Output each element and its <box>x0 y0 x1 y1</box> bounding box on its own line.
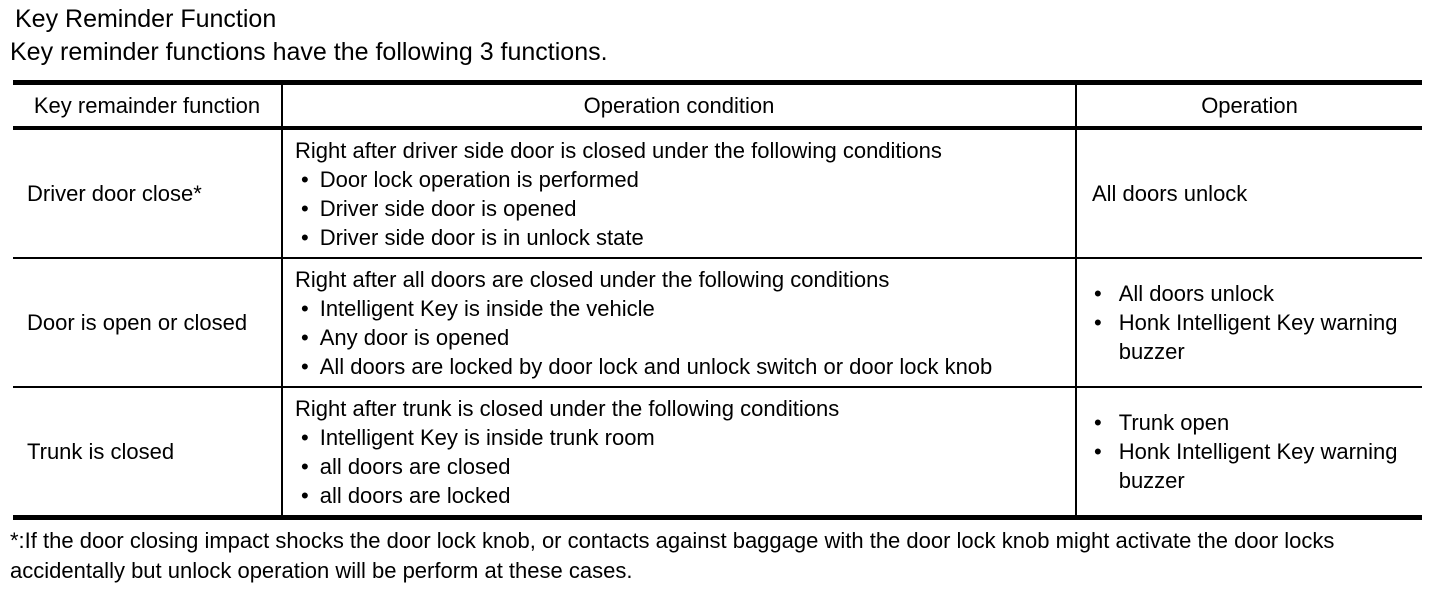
bullet-icon <box>301 423 309 452</box>
bullet-text: Intelligent Key is inside trunk room <box>319 424 655 450</box>
condition-intro: Right after all doors are closed under t… <box>295 266 890 292</box>
manual-page: Key Reminder Function Key reminder funct… <box>0 3 1440 602</box>
bullet-icon <box>301 481 309 510</box>
bullet-text: all doors are locked <box>319 482 511 508</box>
condition-cell: Right after driver side door is closed u… <box>283 130 1077 257</box>
header-key-remainder-function: Key remainder function <box>13 85 283 126</box>
bullet-icon <box>1094 279 1102 308</box>
footnote: *:If the door closing impact shocks the … <box>10 528 1335 583</box>
bullet-text: Door lock operation is performed <box>319 166 639 192</box>
header-operation-condition: Operation condition <box>283 85 1077 126</box>
bullet-text: Any door is opened <box>319 324 510 350</box>
bullet-text: All doors unlock <box>1118 281 1275 306</box>
condition-bullet: Any door is opened <box>295 323 1067 352</box>
condition-cell: Right after trunk is closed under the fo… <box>283 388 1077 515</box>
operation-bullet: All doors unlock <box>1092 279 1416 308</box>
condition-bullet: all doors are locked <box>295 481 1067 510</box>
condition-intro: Right after driver side door is closed u… <box>295 137 942 163</box>
operation-text: All doors unlock <box>1092 181 1248 206</box>
function-cell: Driver door close* <box>13 130 283 257</box>
condition-bullet: Driver side door is opened <box>295 194 1067 223</box>
bullet-icon <box>1094 408 1102 437</box>
bullet-icon <box>301 452 309 481</box>
operation-cell: All doors unlock <box>1077 130 1422 257</box>
bullet-icon <box>301 194 309 223</box>
page-subtitle: Key reminder functions have the followin… <box>10 38 608 66</box>
function-label: Driver door close* <box>27 180 202 206</box>
key-reminder-table: Key remainder function Operation conditi… <box>13 80 1422 520</box>
header-operation: Operation <box>1201 92 1298 118</box>
bullet-icon <box>301 323 309 352</box>
table-row-door-open-or-closed: Door is open or closed Right after all d… <box>13 257 1422 386</box>
bullet-icon <box>1094 437 1102 495</box>
bullet-text: Trunk open <box>1118 410 1230 435</box>
bullet-text: Driver side door is opened <box>319 195 577 221</box>
condition-bullet: all doors are closed <box>295 452 1067 481</box>
page-title: Key Reminder Function <box>15 5 277 33</box>
bullet-icon <box>301 223 309 252</box>
operation-cell: All doors unlock Honk Intelligent Key wa… <box>1077 259 1422 386</box>
condition-intro: Right after trunk is closed under the fo… <box>295 395 840 421</box>
condition-bullet: Door lock operation is performed <box>295 165 1067 194</box>
bullet-icon <box>301 165 309 194</box>
table-header-row: Key remainder function Operation conditi… <box>13 85 1422 130</box>
operation-bullet: Honk Intelligent Key warning buzzer <box>1092 437 1416 495</box>
bullet-icon <box>301 294 309 323</box>
bullet-text: all doors are closed <box>319 453 511 479</box>
bullet-icon <box>301 352 309 381</box>
bullet-text: Driver side door is in unlock state <box>319 224 644 250</box>
bullet-text: Intelligent Key is inside the vehicle <box>319 295 655 321</box>
operation-bullet: Honk Intelligent Key warning buzzer <box>1092 308 1416 366</box>
bullet-text: All doors are locked by door lock and un… <box>319 353 993 379</box>
bullet-text: Honk Intelligent Key warning buzzer <box>1118 439 1398 493</box>
condition-bullet: Driver side door is in unlock state <box>295 223 1067 252</box>
bullet-icon <box>1094 308 1102 366</box>
condition-cell: Right after all doors are closed under t… <box>283 259 1077 386</box>
condition-bullet: Intelligent Key is inside the vehicle <box>295 294 1067 323</box>
function-cell: Trunk is closed <box>13 388 283 515</box>
table-row-driver-door-close: Driver door close* Right after driver si… <box>13 130 1422 257</box>
bullet-text: Honk Intelligent Key warning buzzer <box>1118 310 1398 364</box>
condition-bullet: All doors are locked by door lock and un… <box>295 352 1067 381</box>
operation-cell: Trunk open Honk Intelligent Key warning … <box>1077 388 1422 515</box>
condition-bullet: Intelligent Key is inside trunk room <box>295 423 1067 452</box>
table-row-trunk-is-closed: Trunk is closed Right after trunk is clo… <box>13 386 1422 515</box>
function-label: Door is open or closed <box>27 309 248 335</box>
function-cell: Door is open or closed <box>13 259 283 386</box>
function-label: Trunk is closed <box>27 438 175 464</box>
operation-bullet: Trunk open <box>1092 408 1416 437</box>
